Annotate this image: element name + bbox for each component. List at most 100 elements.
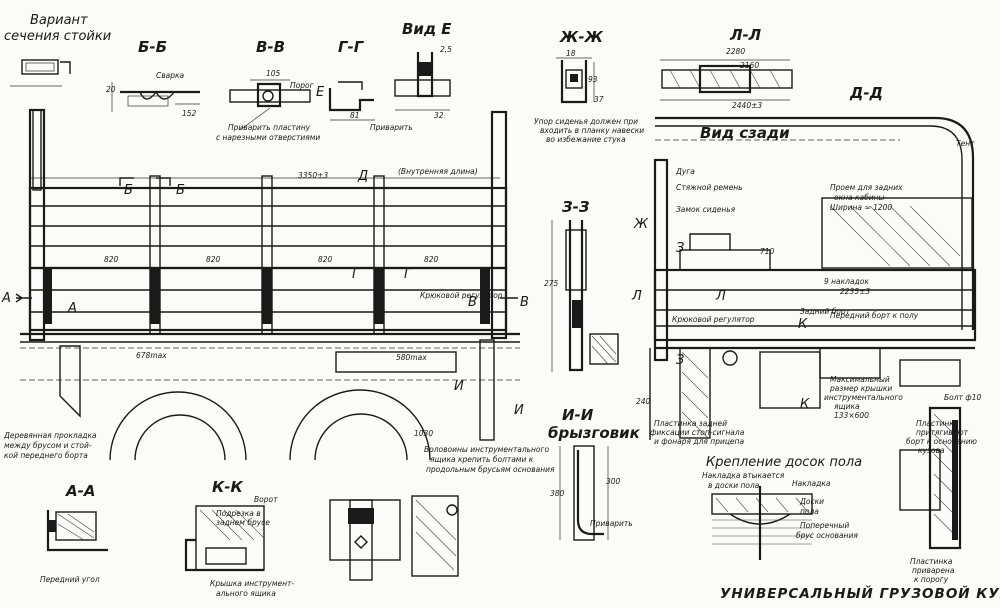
note-nakladka-1: Накладка втыкается: [702, 471, 785, 480]
note-upor-1: Упор сиденья должен при: [534, 117, 638, 126]
dim-678: 678max: [136, 351, 167, 360]
cut-label-zh: Ж: [634, 217, 649, 232]
dim-240: 240: [636, 397, 651, 406]
note-upor-3: во избежание стука: [546, 135, 626, 144]
cut-label-k: К: [798, 317, 808, 332]
note-tent: Тент: [956, 139, 975, 148]
cut-label-k2: К: [800, 397, 810, 412]
note-instr-5: 133×600: [834, 411, 869, 420]
dim-820-d: 820: [424, 255, 439, 264]
section-gg-title: Г-Г: [338, 38, 364, 56]
note-privarit-2: Приварить: [590, 519, 633, 528]
note-krov-reg2: Крюковой регулятор: [672, 315, 755, 324]
note-perednij-bort: Передний борт к полу: [830, 311, 919, 320]
note-nakladka-2: в доски пола: [708, 481, 760, 490]
note-prit-4: кузова: [918, 446, 945, 455]
note-instr-3: инструментального: [824, 393, 903, 402]
note-doski-1: Доски: [800, 497, 824, 506]
cut-label-e1: Е: [316, 85, 325, 100]
section-kk-drawing: [184, 505, 265, 572]
note-bolt: Болт ф10: [944, 393, 982, 402]
dim-820-a: 820: [104, 255, 119, 264]
dim-37: 37: [594, 95, 604, 104]
cut-label-i2: И: [514, 403, 524, 418]
note-instr-1: Максимальный: [830, 375, 890, 384]
note-plastinka-2: фиксации стоп-сигнала: [650, 428, 745, 437]
note-prit2-2: приварена: [912, 566, 955, 575]
section-dd-title: Д-Д: [850, 84, 883, 102]
cut-label-i1: И: [454, 379, 464, 394]
note-s-narez: с нарезными отверстиями: [216, 133, 321, 142]
section-ii-title: И-И: [562, 406, 594, 424]
variant-label: Вариант: [30, 13, 88, 28]
note-svarka: Сварка: [156, 71, 185, 80]
note-doski-2: пола: [800, 507, 819, 516]
section-vv-title: В-В: [256, 38, 286, 56]
note-volok-3: продольным брусьям основания: [426, 465, 555, 474]
note-nakladka-3: Накладка: [792, 479, 831, 488]
dim-9-nakladok: 9 накладок: [824, 277, 869, 286]
note-prit-3: борт к основанию: [906, 437, 977, 446]
section-zz-title: З-З: [562, 198, 590, 216]
variant-section: [10, 59, 71, 87]
note-remen: Стяжной ремень: [676, 183, 743, 192]
note-podrezka-2: заднем брусе: [216, 518, 270, 527]
floor-mount-title: Крепление досок пола: [706, 455, 863, 470]
note-porog: Порог: [290, 81, 314, 90]
note-dug: Дуга: [676, 167, 695, 176]
dim-2235: 2235±3: [840, 287, 871, 296]
section-ii-drawing: [559, 445, 609, 541]
dim-105: 105: [266, 69, 281, 78]
section-bb-drawing: [111, 82, 200, 112]
dim-275: 275: [544, 279, 559, 288]
note-brus-2: брус основания: [796, 531, 858, 540]
dim-710: 710: [760, 247, 775, 256]
dim-20: 20: [106, 85, 116, 94]
dim-2440: 2440±3: [732, 101, 763, 110]
hinge-detail-drawing: [329, 495, 459, 581]
note-podrezka-1: Подрезка в: [216, 509, 261, 518]
note-privarit: Приварить: [370, 123, 413, 132]
note-proem-3: Ширина ≈ 1200: [830, 203, 893, 212]
cut-label-d1: Д: [358, 169, 369, 184]
dim-93: 93: [588, 75, 598, 84]
note-d-dosk-1: Деревянная прокладка: [4, 431, 97, 440]
note-prit2-1: Пластинка: [910, 557, 953, 566]
note-kryshka-2: ального ящика: [216, 589, 276, 598]
note-upor-2: входить в планку навески: [540, 126, 645, 135]
dim-580: 580max: [396, 353, 427, 362]
note-zamok: Замок сиденья: [676, 205, 736, 214]
note-volok-1: Воловоины инструментального: [424, 445, 550, 454]
note-proem-2: окна кабины: [834, 193, 885, 202]
dim-2160: 2160: [740, 61, 760, 70]
section-zhzh-drawing: [556, 57, 595, 104]
view-e-title: Вид Е: [402, 20, 452, 38]
cut-label-g1: Г: [352, 267, 360, 282]
note-brus-1: Поперечный: [800, 521, 850, 530]
cut-label-g2: Г: [404, 267, 412, 282]
dim-1030: 1030: [414, 429, 434, 438]
rear-view-drawing: [649, 116, 977, 440]
note-volok-2: ящика крепить болтами к: [430, 455, 534, 464]
section-aa-title: А-А: [66, 482, 96, 500]
note-plastinka-1: Пластинка задней: [654, 419, 727, 428]
dim-2-5: 2,5: [440, 45, 452, 54]
section-ll-drawing: [660, 59, 793, 101]
cut-label-v2: В: [520, 295, 529, 310]
section-zz-drawing: [551, 220, 619, 372]
note-proem-1: Проем для задних: [830, 183, 903, 192]
note-instr-4: ящика: [834, 402, 860, 411]
cut-label-b2: Б: [176, 183, 185, 198]
dim-32: 32: [434, 111, 444, 120]
note-prit-1: Пластинку: [916, 419, 959, 428]
cut-label-v1: В: [468, 295, 477, 310]
dim-820-b: 820: [206, 255, 221, 264]
cut-label-a1: А: [2, 291, 11, 306]
note-vorot: Ворот: [254, 495, 278, 504]
cut-label-z: З: [676, 241, 685, 256]
note-d-dosk-2: между брусом и стой-: [4, 441, 92, 450]
cut-label-l2: Л: [716, 289, 726, 304]
variant-sub-label: сечения стойки: [4, 29, 112, 44]
dim-2280: 2280: [726, 47, 746, 56]
